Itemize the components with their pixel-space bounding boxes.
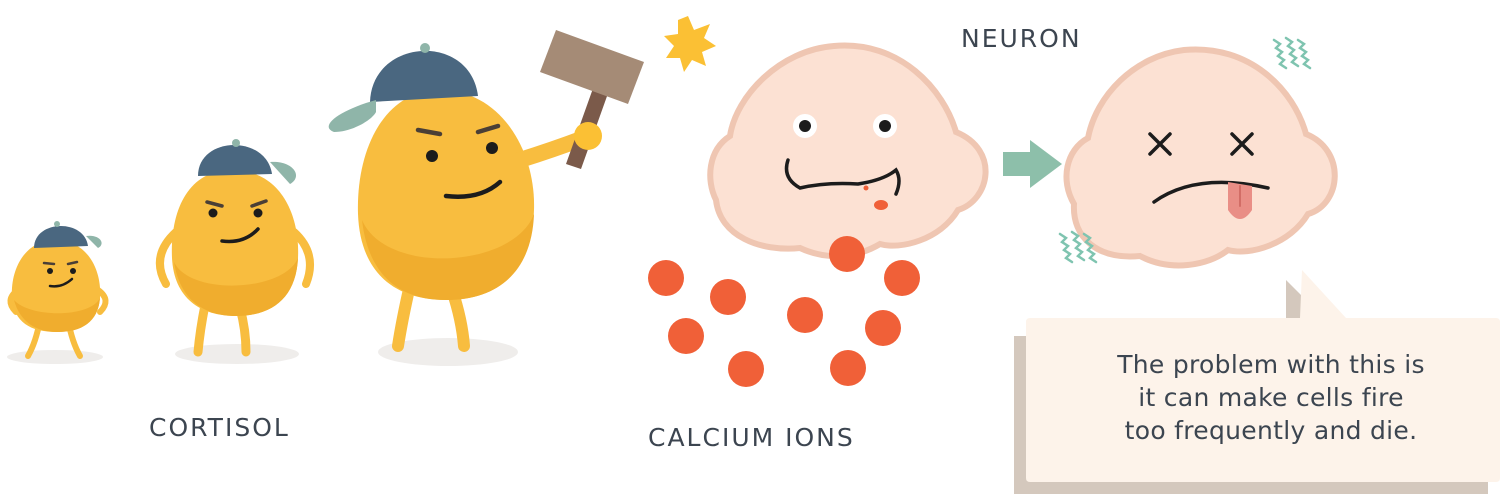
speech-bubble-text: The problem with this is it can make cel…	[1053, 348, 1489, 447]
neuron-character-dying	[1066, 49, 1334, 265]
spark-icon	[664, 16, 716, 72]
cortisol-label: CORTISOL	[149, 413, 290, 442]
cortisol-character-large	[329, 30, 644, 366]
calcium-ions-label: CALCIUM IONS	[648, 423, 855, 452]
speech-bubble-line: The problem with this is	[1053, 348, 1489, 381]
calcium-ion	[728, 351, 764, 387]
cortisol-character-small	[7, 221, 106, 364]
neuron-character-surprised	[710, 46, 985, 257]
cortisol-character-medium	[160, 139, 310, 364]
speech-bubble-line: too frequently and die.	[1053, 414, 1489, 447]
calcium-ions-group	[648, 236, 920, 387]
cap-icon	[370, 51, 478, 102]
cap-icon	[198, 145, 272, 176]
neuron-label: NEURON	[961, 24, 1082, 53]
calcium-ion	[710, 279, 746, 315]
calcium-ion	[829, 236, 865, 272]
calcium-ion	[668, 318, 704, 354]
calcium-ion	[830, 350, 866, 386]
calcium-ion	[884, 260, 920, 296]
speech-bubble-line: it can make cells fire	[1053, 381, 1489, 414]
arrow-icon	[1003, 140, 1062, 188]
cap-icon	[34, 226, 88, 248]
calcium-ion	[648, 260, 684, 296]
calcium-ion	[865, 310, 901, 346]
calcium-ion	[787, 297, 823, 333]
